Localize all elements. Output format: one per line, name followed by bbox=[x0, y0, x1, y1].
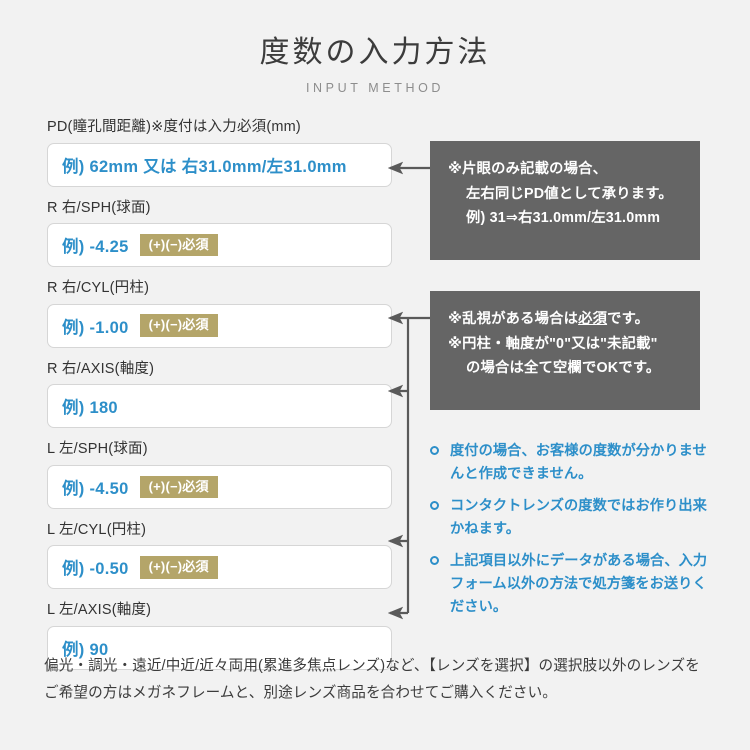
field-group-l-sph: L 左/SPH(球面) 例) -4.50 (+)(−)必須 bbox=[47, 440, 392, 509]
input-r-sph-value: 例) -4.25 bbox=[62, 238, 129, 257]
field-label-l-cyl: L 左/CYL(円柱) bbox=[47, 521, 147, 538]
input-l-cyl-value: 例) -0.50 bbox=[62, 560, 129, 579]
field-group-r-cyl: R 右/CYL(円柱) 例) -1.00 (+)(−)必須 bbox=[47, 279, 392, 348]
badge-r-cyl-required: (+)(−)必須 bbox=[139, 314, 218, 337]
field-label-r-axis: R 右/AXIS(軸度) bbox=[47, 360, 155, 377]
field-label-l-axis: L 左/AXIS(軸度) bbox=[47, 602, 152, 619]
note-item-1-text: 度付の場合、お客様の度数が分かりませんと作成できません。 bbox=[450, 443, 707, 482]
notes-list: 度付の場合、お客様の度数が分かりませんと作成できません。 コンタクトレンズの度数… bbox=[430, 440, 716, 628]
field-group-l-cyl: L 左/CYL(円柱) 例) -0.50 (+)(−)必須 bbox=[47, 521, 392, 590]
circle-bullet-icon bbox=[430, 446, 439, 455]
field-group-r-sph: R 右/SPH(球面) 例) -4.25 (+)(−)必須 bbox=[47, 199, 392, 268]
page-subtitle: INPUT METHOD bbox=[305, 80, 445, 95]
input-pd[interactable]: 例) 62mm 又は 右31.0mm/左31.0mm bbox=[47, 142, 392, 187]
note-item-1: 度付の場合、お客様の度数が分かりませんと作成できません。 bbox=[430, 440, 716, 486]
input-r-sph[interactable]: 例) -4.25 (+)(−)必須 bbox=[47, 223, 392, 268]
note-item-3-text: 上記項目以外にデータがある場合、入力フォーム以外の方法で処方箋をお送りください。 bbox=[450, 553, 708, 615]
page-header: 度数の入力方法 INPUT METHOD bbox=[0, 34, 750, 95]
badge-l-sph-required: (+)(−)必須 bbox=[139, 475, 218, 499]
input-r-cyl-value: 例) -1.00 bbox=[62, 318, 129, 337]
note-item-2-text: コンタクトレンズの度数ではお作り出来かねます。 bbox=[450, 498, 707, 537]
badge-l-cyl-required: (+)(−)必須 bbox=[139, 556, 218, 579]
page-title: 度数の入力方法 bbox=[259, 36, 491, 69]
input-pd-value: 例) 62mm 又は 右31.0mm/左31.0mm bbox=[62, 157, 347, 176]
input-r-axis[interactable]: 例) 180 bbox=[47, 384, 392, 429]
badge-r-sph-required: (+)(−)必須 bbox=[139, 233, 218, 257]
field-group-pd: PD(瞳孔間距離)※度付は入力必須(mm) 例) 62mm 又は 右31.0mm… bbox=[47, 118, 392, 187]
callout-pd-line-2: 左右同じPD値として承ります。 bbox=[466, 185, 673, 202]
field-label-l-sph: L 左/SPH(球面) bbox=[47, 441, 148, 458]
callout-pd-note: ※片眼のみ記載の場合、 左右同じPD値として承ります。 例) 31⇒右31.0m… bbox=[430, 141, 700, 260]
callout-cyl-line-3: の場合は全て空欄でOKです。 bbox=[466, 360, 661, 377]
footer-note: 偏光・調光・遠近/中近/近々両用(累進多焦点レンズ)など、【レンズを選択】の選択… bbox=[44, 658, 700, 701]
input-l-sph[interactable]: 例) -4.50 (+)(−)必須 bbox=[47, 464, 392, 509]
input-l-axis-value: 例) 90 bbox=[62, 640, 109, 659]
callout-cyl-axis-note: ※乱視がある場合は必須です。 ※円柱・軸度が"0"又は"未記載" の場合は全て空… bbox=[430, 291, 700, 410]
callout-pd-line-1: ※片眼のみ記載の場合、 bbox=[448, 161, 608, 177]
field-group-l-axis: L 左/AXIS(軸度) 例) 90 bbox=[47, 601, 392, 670]
callout-cyl-line-2: ※円柱・軸度が"0"又は"未記載" bbox=[448, 335, 658, 352]
input-l-axis[interactable]: 例) 90 bbox=[47, 625, 392, 670]
callout-cyl-line-1: ※乱視がある場合は必須です。 bbox=[448, 311, 650, 327]
field-group-r-axis: R 右/AXIS(軸度) 例) 180 bbox=[47, 360, 392, 429]
field-label-r-sph: R 右/SPH(球面) bbox=[47, 199, 151, 216]
circle-bullet-icon bbox=[430, 501, 439, 510]
prescription-form: PD(瞳孔間距離)※度付は入力必須(mm) 例) 62mm 又は 右31.0mm… bbox=[47, 118, 392, 682]
callout-pd-line-3: 例) 31⇒右31.0mm/左31.0mm bbox=[466, 210, 661, 227]
input-r-axis-value: 例) 180 bbox=[62, 399, 118, 418]
input-r-cyl[interactable]: 例) -1.00 (+)(−)必須 bbox=[47, 303, 392, 348]
circle-bullet-icon bbox=[430, 556, 439, 565]
field-label-r-cyl: R 右/CYL(円柱) bbox=[47, 280, 150, 297]
note-item-3: 上記項目以外にデータがある場合、入力フォーム以外の方法で処方箋をお送りください。 bbox=[430, 550, 716, 619]
note-item-2: コンタクトレンズの度数ではお作り出来かねます。 bbox=[430, 495, 716, 541]
field-label-pd: PD(瞳孔間距離)※度付は入力必須(mm) bbox=[47, 119, 301, 135]
input-l-sph-value: 例) -4.50 bbox=[62, 479, 129, 498]
input-l-cyl[interactable]: 例) -0.50 (+)(−)必須 bbox=[47, 545, 392, 590]
